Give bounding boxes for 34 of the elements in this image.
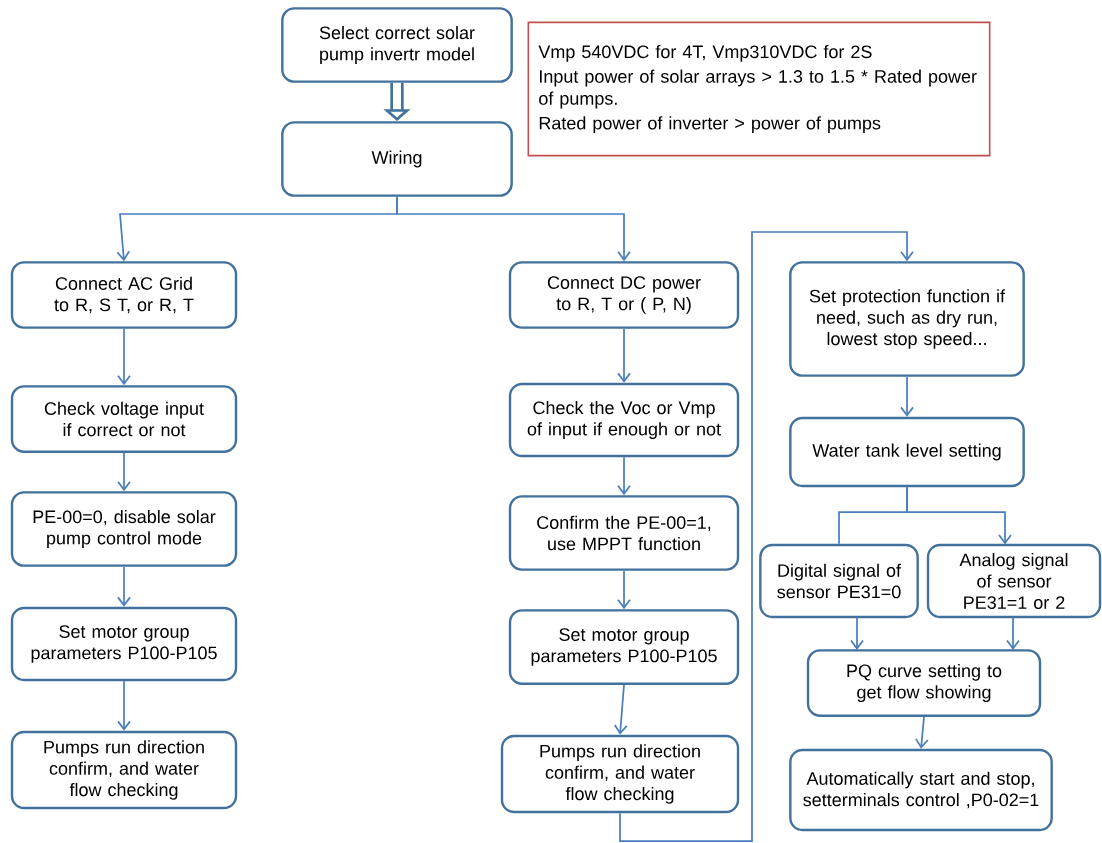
- process-box: Connect AC Grid to R, S T, or R, T: [10, 261, 238, 329]
- process-box: Wiring: [281, 121, 513, 197]
- process-box: Set motor group parameters P100-P105: [508, 609, 740, 685]
- process-box: Select correct solar pump invertr model: [281, 7, 513, 83]
- process-box: Automatically start and stop, setterminals control ,P0-02=1: [789, 748, 1053, 832]
- arrow: [117, 452, 131, 492]
- process-box: Digital signal of sensor PE31=0: [759, 543, 919, 619]
- process-box: PQ curve setting to get flow showing: [806, 649, 1042, 717]
- arrow: [906, 486, 1012, 545]
- note-box: Vmp 540VDC for 4T, Vmp310VDC for 2S Input power of solar arrays > 1.3 to 1.5 * Rated power of pumps. Rated power of inverter > power of pumps: [527, 21, 991, 157]
- arrow: [617, 570, 631, 610]
- arrow: [617, 456, 631, 496]
- process-box: Connect DC power to R, T or ( P, N): [508, 261, 740, 329]
- process-box: Set motor group parameters P100-P105: [10, 606, 238, 682]
- process-box: Confirm the PE-00=1, use MPPT function: [508, 495, 740, 571]
- process-box: Pumps run direction confirm, and water flow checking: [500, 734, 740, 814]
- arrow: [1006, 616, 1020, 650]
- arrow: [613, 684, 628, 735]
- arrow: [915, 716, 929, 749]
- arrow: [900, 376, 914, 417]
- arrow: [619, 231, 914, 842]
- process-box: Water tank level setting: [789, 416, 1025, 488]
- arrow: [396, 196, 631, 262]
- process-box: Pumps run direction confirm, and water flow checking: [10, 730, 238, 810]
- process-box: Set protection function if need, such as dry run, lowest stop speed...: [789, 261, 1025, 377]
- process-box: Check the Voc or Vmp of input if enough or not: [508, 382, 740, 458]
- process-box: Analog signal of sensor PE31=1 or 2: [926, 543, 1102, 619]
- arrow: [850, 616, 864, 650]
- process-box: PE-00=0, disable solar pump control mode: [10, 491, 238, 567]
- arrow: [117, 328, 131, 386]
- arrow: [117, 680, 131, 731]
- arrow: [617, 328, 631, 383]
- arrow: [117, 566, 131, 607]
- process-box: Check voltage input if correct or not: [10, 385, 238, 453]
